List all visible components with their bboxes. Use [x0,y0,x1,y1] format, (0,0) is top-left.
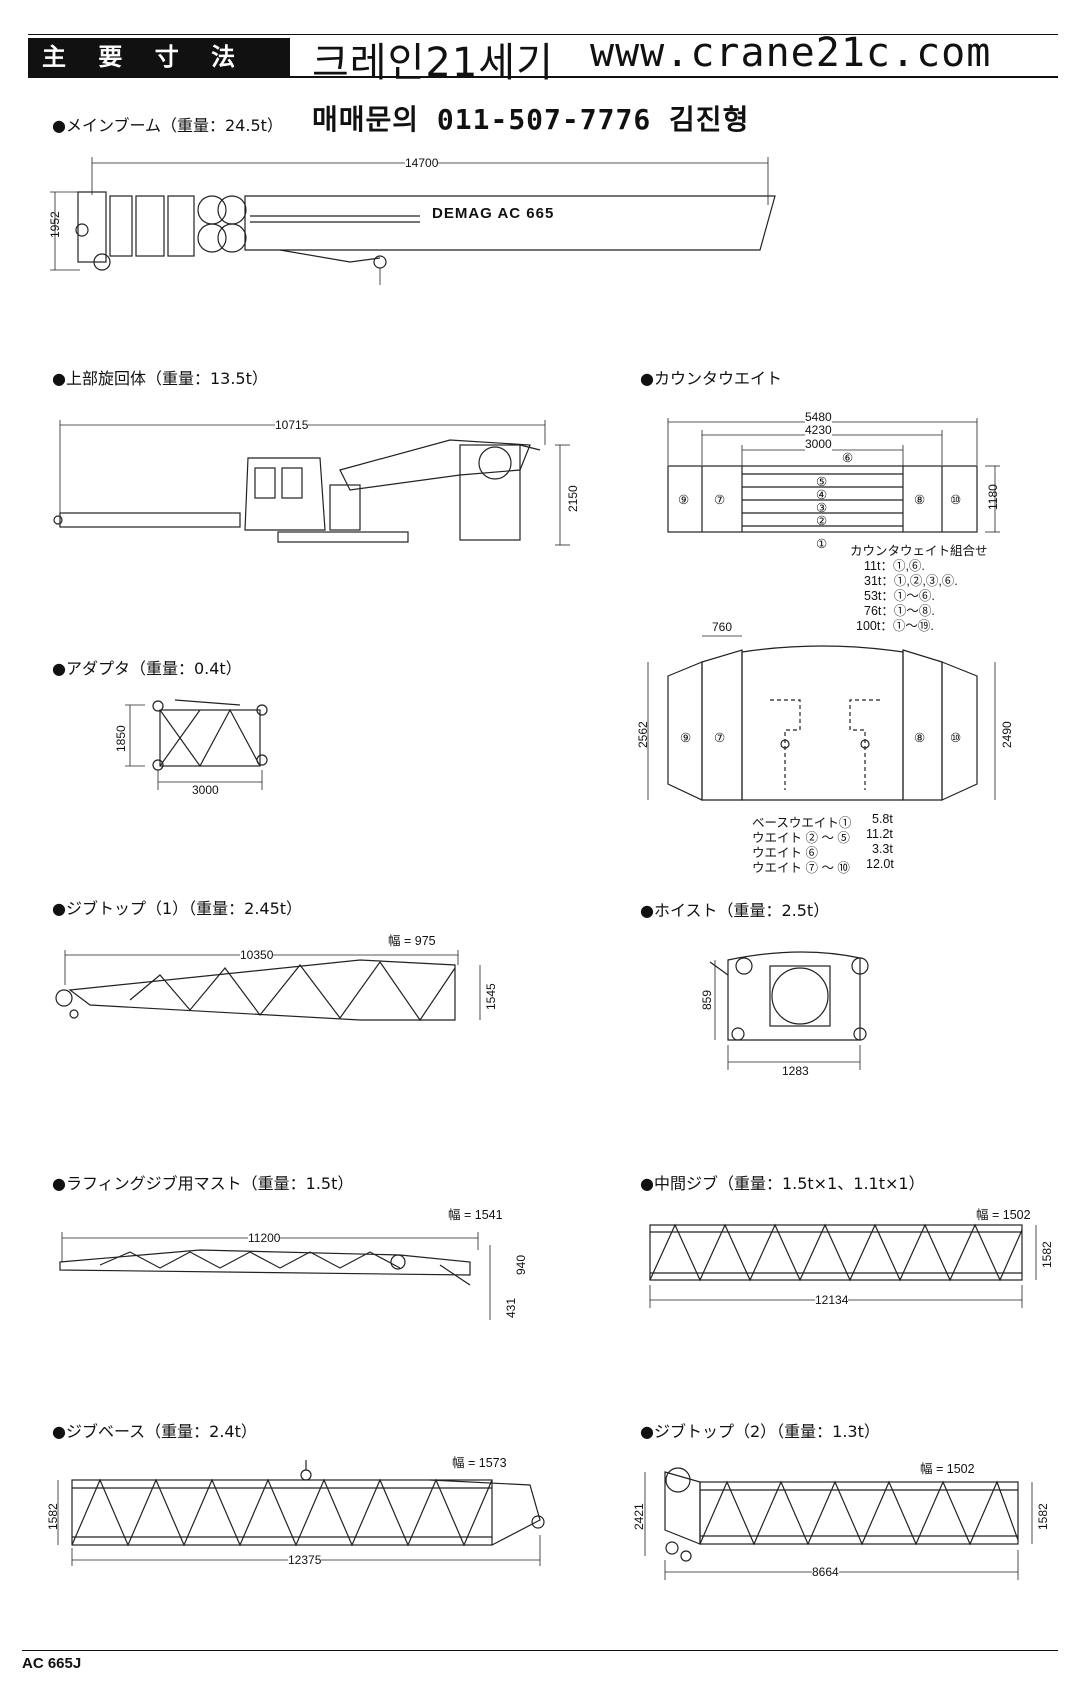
cw-label-7: ⑦ [714,493,726,507]
luffing-mast-length: 11200 [248,1231,281,1245]
luffing-mast-h1: 940 [514,1254,528,1275]
upper-length: 10715 [275,418,309,432]
cw-label-3: ③ [816,501,828,515]
cw-weight-label-2: ウエイト ② 〜 ⑤ [752,831,850,845]
jib-top2-h1: 2421 [632,1503,646,1530]
hoist-height: 859 [700,989,714,1010]
cw-height: 1180 [986,484,1000,510]
adapter-drawing [125,699,268,790]
jib-top1-title: ●ジブトップ（1）（重量：2.45t） [52,899,303,918]
cw-weight-label-1: ベースウエイト① [752,816,852,830]
cw-width-2: 4230 [805,423,832,437]
adapter-title: ●アダプタ（重量：0.4t） [52,659,242,678]
cw-plan-label-10: ⑩ [950,731,962,745]
mid-jib-width: 幅 = 1502 [976,1208,1031,1222]
header-rule [28,76,1058,78]
hoist-length: 1283 [782,1064,809,1078]
demag-logo: DEMAG AC 665 [432,205,555,222]
cw-label-5: ⑤ [816,475,828,489]
cw-label-8: ⑧ [914,493,926,507]
jib-top1-length: 10350 [240,948,274,962]
cw-plan-label-7: ⑦ [714,731,726,745]
cw-label-6: ⑥ [842,451,854,465]
cw-width-3: 3000 [805,437,832,451]
hoist-drawing [709,951,869,1070]
jib-top1-height: 1545 [484,983,498,1010]
jib-top1-width: 幅 = 975 [388,934,436,948]
adapter-length: 3000 [192,783,219,797]
main-boom-height: 1952 [48,211,62,238]
cw-weight-value-2: 11.2t [866,827,893,841]
cw-combo-3: 53t：①〜⑥. [864,589,935,603]
header-top-rule [28,34,1058,35]
cw-plan-width: 760 [712,620,733,634]
upper-drawing [53,420,570,546]
hoist-title: ●ホイスト（重量：2.5t） [640,901,830,920]
cw-combo-2: 31t：①,②,③,⑥. [864,574,958,588]
luffing-mast-title: ●ラフィングジブ用マスト（重量：1.5t） [52,1174,354,1193]
jib-top2-width: 幅 = 1502 [920,1462,975,1476]
cw-weight-value-3: 3.3t [872,842,893,856]
cw-combo-1: 11t：①,⑥. [864,559,925,573]
main-boom-drawing [50,157,776,285]
cw-plan-label-9: ⑨ [680,731,692,745]
jib-base-length: 12375 [288,1553,322,1567]
cw-label-2: ② [816,514,828,528]
jib-base-drawing [57,1460,545,1566]
cw-label-10: ⑩ [950,493,962,507]
counterweight-title: ●カウンタウエイト [640,369,782,388]
luffing-mast-drawing [59,1232,491,1320]
main-boom-title: ●メインブーム（重量：24.5t） [52,116,283,135]
jib-base-height: 1582 [46,1503,60,1530]
upper-title: ●上部旋回体（重量：13.5t） [52,369,268,388]
cw-weight-label-3: ウエイト ⑥ [752,846,818,860]
footer-model: AC 665J [22,1655,82,1672]
cw-combo-5: 100t：①〜⑲. [856,619,934,633]
jib-top2-title: ●ジブトップ（2）（重量：1.3t） [640,1422,880,1441]
cw-plan-h1: 2562 [636,721,650,748]
jib-base-title: ●ジブベース（重量：2.4t） [52,1422,257,1441]
header-title-box: 主 要 寸 法 図 [28,38,290,109]
jib-base-width: 幅 = 1573 [452,1456,507,1470]
jib-top2-length: 8664 [812,1565,839,1579]
footer-rule [22,1650,1058,1651]
luffing-mast-h2: 431 [504,1297,518,1318]
cw-weight-value-1: 5.8t [872,812,893,826]
mid-jib-length: 12134 [815,1293,849,1307]
cw-label-4: ④ [816,488,828,502]
mid-jib-title: ●中間ジブ（重量：1.5t×1、1.1t×1） [640,1174,925,1193]
jib-top2-h2: 1582 [1036,1503,1050,1530]
cw-width-1: 5480 [805,410,832,424]
mid-jib-height: 1582 [1040,1241,1054,1268]
cw-combo-title: カウンタウェイト組合せ [850,544,988,558]
contact-line: 매매문의 011-507-7776 김진형 [312,103,750,136]
cw-plan-label-8: ⑧ [914,731,926,745]
main-boom-length: 14700 [405,156,439,170]
site-url[interactable]: www.crane21c.com [590,30,992,76]
cw-weight-value-4: 12.0t [866,857,894,871]
cw-plan-h2: 2490 [1000,721,1014,748]
cw-weight-label-4: ウエイト ⑦ 〜 ⑩ [752,861,850,875]
luffing-mast-width: 幅 = 1541 [448,1208,503,1222]
cw-label-1: ① [816,537,828,551]
counterweight-plan [647,635,996,801]
cw-combo-4: 76t：①〜⑧. [864,604,935,618]
jib-top2-drawing [644,1467,1033,1580]
counterweight-elevation [667,418,1000,533]
adapter-height: 1850 [114,725,128,752]
cw-label-9: ⑨ [678,493,690,507]
brand-text: 크레인21세기 [312,40,554,86]
upper-height: 2150 [566,485,580,512]
